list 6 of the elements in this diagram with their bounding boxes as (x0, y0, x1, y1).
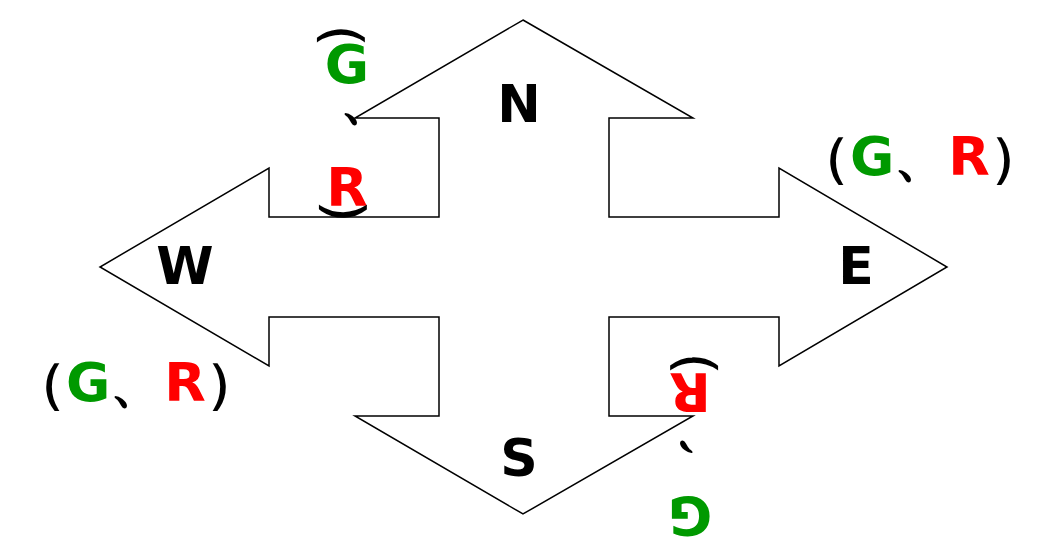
direction-label: E (838, 240, 874, 292)
direction-label: W (156, 240, 214, 292)
signal-label: （G、R） (12, 356, 260, 410)
signal-label: （G、R） (796, 130, 1039, 184)
direction-label: N (497, 78, 541, 130)
direction-label: S (500, 432, 538, 484)
